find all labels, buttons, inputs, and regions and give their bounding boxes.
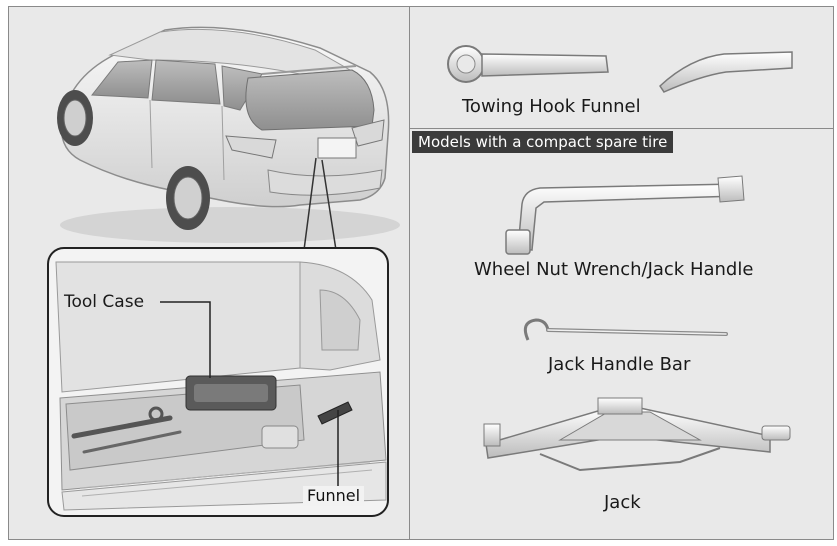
vertical-divider (409, 6, 410, 540)
horizontal-divider (410, 128, 834, 129)
callout-leader (303, 157, 337, 251)
funnel-illustration (659, 51, 793, 93)
cargo-inset (47, 247, 389, 517)
towing-hook-funnel-label: Towing Hook Funnel (462, 96, 641, 117)
jack-handle-bar-label: Jack Handle Bar (548, 354, 691, 375)
towing-hook-illustration (447, 45, 609, 83)
funnel-label: Funnel (303, 486, 365, 506)
suv-illustration (57, 26, 400, 243)
tool-case-label: Tool Case (64, 292, 145, 312)
wheel-nut-wrench-illustration (505, 175, 745, 255)
jack-handle-bar-illustration (523, 318, 728, 341)
jack-label: Jack (604, 492, 641, 513)
models-banner: Models with a compact spare tire (412, 131, 674, 153)
wheel-nut-wrench-label: Wheel Nut Wrench/Jack Handle (474, 259, 754, 280)
jack-illustration (483, 397, 791, 472)
